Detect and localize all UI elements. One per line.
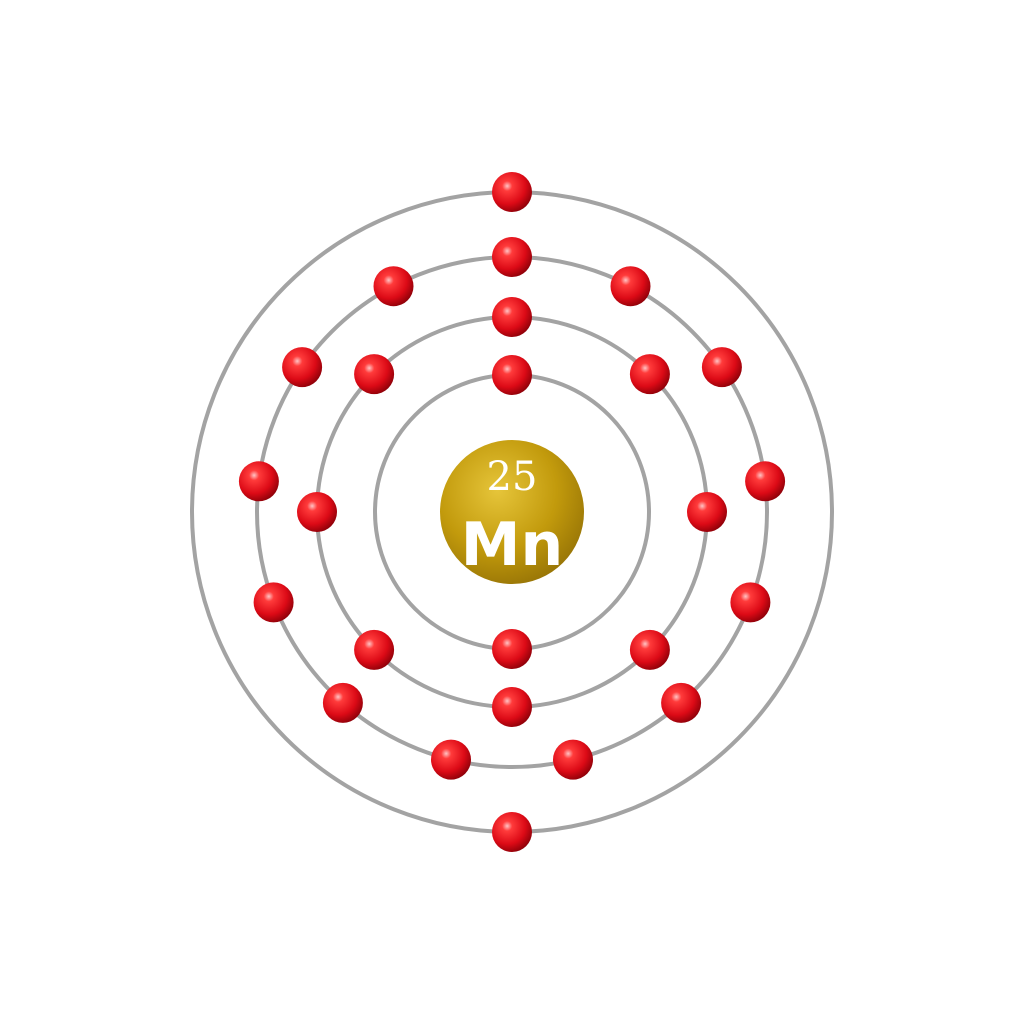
- element-symbol: Mn: [461, 510, 563, 580]
- electron-shell-2-4: [629, 629, 670, 670]
- electron-shell-3-4: [745, 461, 786, 502]
- electron-shell-2-8: [354, 354, 395, 395]
- electron-shell-2-2: [629, 354, 670, 395]
- electron-shell-3-5: [730, 582, 771, 623]
- nucleus-sphere: [440, 440, 584, 584]
- electron-shell-2-7: [297, 492, 337, 532]
- electron-shell-3-6: [661, 682, 702, 723]
- electron-shell-4-2: [492, 812, 532, 852]
- atomic-number: 25: [487, 454, 538, 500]
- electron-shell-4-1: [492, 172, 532, 212]
- electron-shell-3-10: [253, 582, 294, 623]
- electron-shell-3-1: [492, 237, 532, 277]
- electron-shell-3-12: [282, 347, 323, 388]
- electron-shell-3-13: [373, 266, 414, 307]
- electron-shell-1-2: [492, 629, 532, 669]
- electron-shell-3-11: [238, 461, 279, 502]
- electron-shell-3-2: [610, 266, 651, 307]
- electron-shell-2-5: [492, 687, 532, 727]
- electron-shell-2-1: [492, 297, 532, 337]
- electron-shell-1-1: [492, 355, 532, 395]
- electron-shell-3-9: [322, 682, 363, 723]
- electron-shell-2-3: [687, 492, 727, 532]
- electron-shell-3-8: [431, 739, 471, 780]
- electron-shell-2-6: [354, 629, 395, 670]
- electron-shell-3-3: [701, 347, 742, 388]
- electrons: [238, 172, 786, 852]
- electron-shell-3-7: [553, 739, 593, 780]
- nucleus: 25 Mn: [440, 440, 584, 584]
